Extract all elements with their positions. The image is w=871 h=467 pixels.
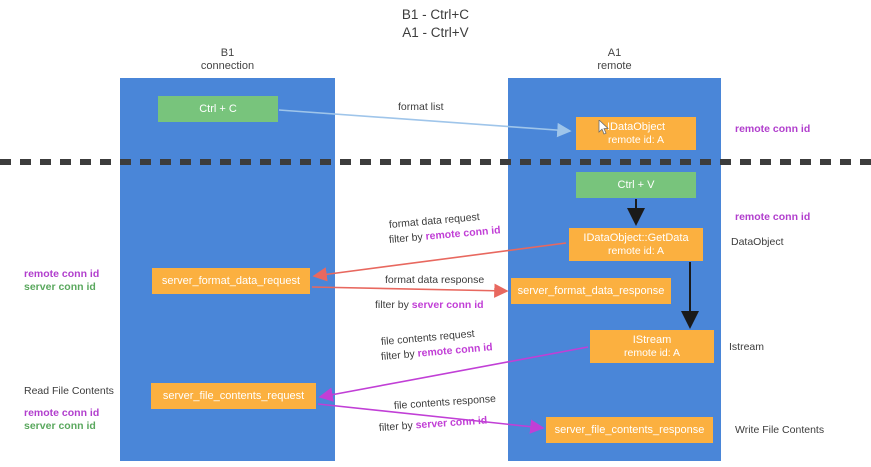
edge-label-prefix: filter by — [378, 419, 417, 434]
node-server-format-data-request[interactable]: server_format_data_request — [152, 268, 310, 294]
node-label: IDataObject::GetData — [583, 231, 689, 244]
annotation-left-server-conn-id-1: server conn id — [24, 281, 96, 293]
annotation-left-remote-conn-id-2: remote conn id — [24, 407, 100, 419]
node-sublabel: remote id: A — [607, 244, 665, 257]
edge-label-highlight: server conn id — [415, 414, 488, 432]
annotation-left-read-file-contents: Read File Contents — [24, 385, 114, 397]
node-label: IDataObject — [606, 120, 666, 133]
annotation-right-write-file-contents: Write File Contents — [735, 424, 825, 436]
edge-label-file-contents-response: file contents response — [394, 393, 497, 413]
node-label: server_format_data_response — [517, 284, 665, 297]
node-label: Ctrl + V — [617, 178, 655, 191]
annotation-right-istream: Istream — [729, 341, 765, 353]
node-istream[interactable]: IStream remote id: A — [590, 330, 714, 363]
node-sublabel: remote id: A — [607, 133, 665, 146]
edge-label-text: format list — [398, 101, 444, 113]
edge-label-prefix: filter by — [375, 299, 412, 311]
edge-label-text: format data response — [385, 274, 485, 286]
annotation-right-remote-conn-id-2: remote conn id — [735, 211, 811, 223]
node-ctrl-c[interactable]: Ctrl + C — [158, 96, 278, 122]
edge-label-format-list: format list — [398, 101, 444, 114]
annotation-right-remote-conn-id-1: remote conn id — [735, 123, 811, 135]
node-label: server_format_data_request — [161, 274, 301, 287]
edge-label-text: file contents response — [393, 392, 497, 412]
node-label: server_file_contents_response — [554, 423, 705, 436]
annotation-left-server-conn-id-2: server conn id — [24, 420, 96, 432]
edge-label-highlight: server conn id — [411, 299, 484, 311]
swimlane-b1-header: B1 connection — [200, 47, 255, 72]
node-idataobject[interactable]: IDataObject remote id: A — [576, 117, 696, 150]
edge-label-prefix: filter by — [380, 347, 419, 363]
edge-label-format-data-response-filter: filter by server conn id — [375, 299, 484, 312]
node-server-format-data-response[interactable]: server_format_data_response — [511, 278, 671, 304]
annotation-right-dataobject: DataObject — [731, 236, 784, 248]
swimlane-a1-header: A1 remote — [597, 47, 632, 72]
node-server-file-contents-response[interactable]: server_file_contents_response — [546, 417, 713, 443]
diagram-title: B1 - Ctrl+C A1 - Ctrl+V — [401, 7, 470, 40]
node-idataobject-getdata[interactable]: IDataObject::GetData remote id: A — [569, 228, 703, 261]
node-label: IStream — [632, 333, 672, 346]
node-sublabel: remote id: A — [623, 346, 681, 359]
annotation-left-remote-conn-id-1: remote conn id — [24, 268, 100, 280]
node-ctrl-v[interactable]: Ctrl + V — [576, 172, 696, 198]
edge-label-prefix: filter by — [388, 230, 427, 246]
node-label: Ctrl + C — [199, 102, 237, 115]
edge-label-format-data-response: format data response — [385, 274, 484, 287]
edge-label-file-contents-response-filter: filter by server conn id — [379, 414, 488, 435]
node-label: server_file_contents_request — [162, 389, 305, 402]
node-server-file-contents-request[interactable]: server_file_contents_request — [151, 383, 316, 409]
